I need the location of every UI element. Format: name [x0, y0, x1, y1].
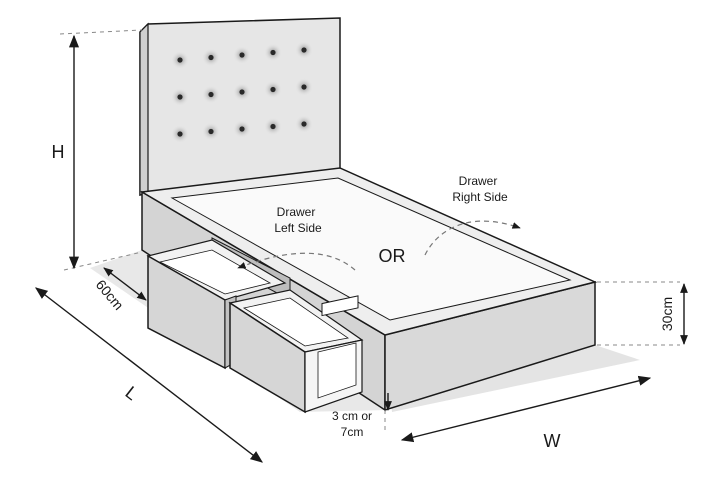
drawer-right-label-line2: Right Side	[452, 190, 508, 204]
base-height-label: 30cm	[659, 297, 675, 331]
width-dimension	[400, 375, 652, 443]
tuft-button	[208, 128, 214, 135]
tuft-button	[177, 57, 183, 63]
length-dimension	[35, 287, 263, 463]
drawer-depth-dimension	[103, 267, 147, 301]
tuft-button	[239, 126, 245, 132]
tuft-button	[177, 131, 183, 137]
width-label: W	[544, 431, 561, 451]
dimension-lines	[35, 34, 688, 463]
tuft-button	[270, 123, 276, 130]
clearance-label-line1: 3 cm or	[332, 409, 372, 423]
drawer-left-label-line2: Left Side	[274, 221, 322, 235]
drawer-left-label-line1: Drawer	[277, 205, 316, 219]
clearance-label-line2: 7cm	[341, 425, 364, 439]
tuft-button	[239, 52, 245, 58]
extension-lines	[59, 29, 680, 430]
tuft-button	[208, 91, 214, 98]
drawer-front	[228, 289, 364, 414]
drawer-right-label-line1: Drawer	[459, 174, 498, 188]
tuft-button	[301, 121, 307, 127]
height-label: H	[52, 142, 65, 162]
drawer-motion-arcs	[237, 220, 521, 271]
tuft-button	[301, 84, 307, 90]
headboard-tufts	[171, 41, 313, 143]
tuft-button	[239, 89, 245, 95]
tuft-button	[301, 47, 307, 53]
tuft-button	[270, 86, 276, 93]
tuft-button	[270, 49, 276, 56]
headboard	[139, 17, 341, 196]
or-label: OR	[379, 246, 406, 266]
length-label: L	[122, 382, 142, 404]
tuft-button	[208, 54, 214, 61]
drawer-runner	[321, 295, 359, 317]
tuft-button	[177, 94, 183, 100]
